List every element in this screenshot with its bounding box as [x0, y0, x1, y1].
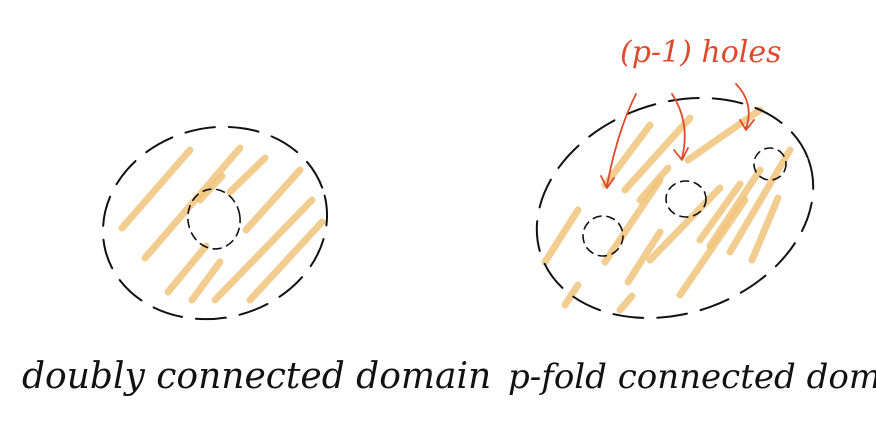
outer-boundary-left: [101, 125, 329, 321]
holes-annotation: (p-1) holes: [620, 35, 782, 70]
arrow-head-3: [739, 119, 755, 131]
doubly-connected-figure: [101, 125, 329, 321]
hole-3: [753, 147, 787, 181]
p-fold-connected-figure: [535, 83, 815, 319]
left-caption: doubly connected domain: [22, 356, 491, 397]
arrow-head-2: [673, 147, 689, 161]
right-hatching: [541, 106, 794, 314]
outer-boundary-right: [535, 97, 815, 319]
hole-2: [665, 180, 707, 218]
arrow-to-hole-1: [606, 93, 637, 187]
left-hatching: [118, 144, 326, 304]
arrow-to-hole-2: [671, 93, 686, 159]
inner-hole-left: [187, 188, 241, 250]
arrow-head-1: [600, 175, 615, 189]
hole-1: [582, 215, 624, 257]
arrow-to-hole-3: [735, 83, 750, 129]
hole-arrows: [600, 83, 755, 189]
right-caption: p-fold connected domain: [508, 357, 876, 397]
